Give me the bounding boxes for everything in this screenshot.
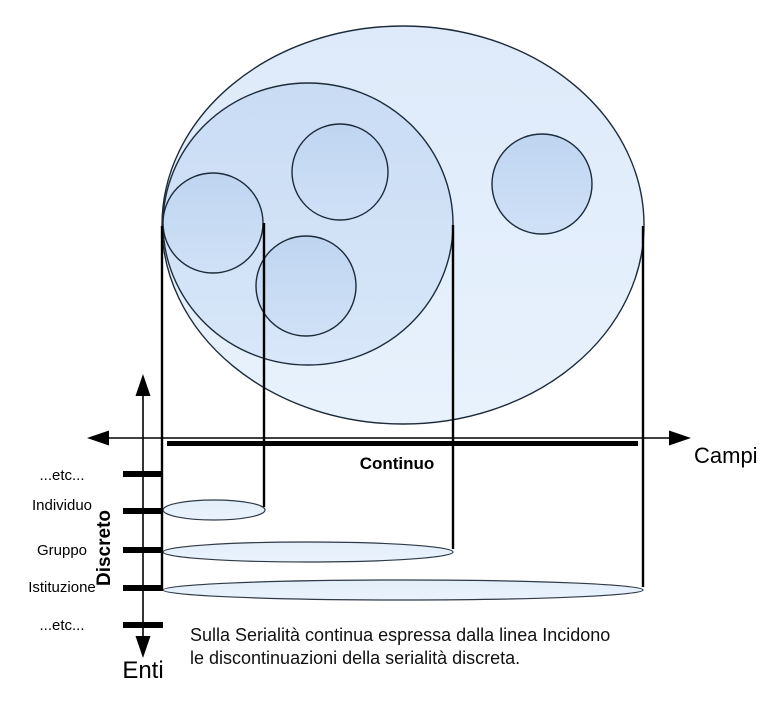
caption-line-2: le discontinuazioni della serialità disc… — [190, 648, 520, 668]
campo-circle-bottom — [255, 235, 357, 337]
campo-circle-right — [491, 133, 593, 235]
campi-axis-arrow-left-icon — [87, 430, 109, 446]
tick-label-etc-bottom: ...etc... — [39, 617, 84, 634]
discreto-label: Discreto — [94, 510, 115, 586]
enti-axis-arrow-up-icon — [135, 374, 151, 396]
individuo-band-ellipse — [162, 499, 266, 521]
tick-label-individuo: Individuo — [32, 497, 92, 514]
tick-label-istituzione: Istituzione — [28, 579, 96, 596]
continuo-label: Continuo — [360, 454, 435, 473]
campi-axis-label: Campi — [694, 443, 758, 468]
gruppo-band-ellipse — [162, 541, 454, 563]
enti-axis-arrow-down-icon — [135, 636, 151, 658]
caption-line-1: Sulla Serialità continua espressa dalla … — [190, 625, 610, 645]
campi-axis-arrow-right-icon — [669, 430, 691, 446]
campo-circle-top — [291, 123, 389, 221]
tick-label-etc-top: ...etc... — [39, 467, 84, 484]
campo-circle-left — [162, 172, 264, 274]
enti-axis-label: Enti — [122, 657, 163, 684]
istituzione-band-ellipse — [162, 579, 644, 601]
tick-label-gruppo: Gruppo — [37, 542, 87, 559]
